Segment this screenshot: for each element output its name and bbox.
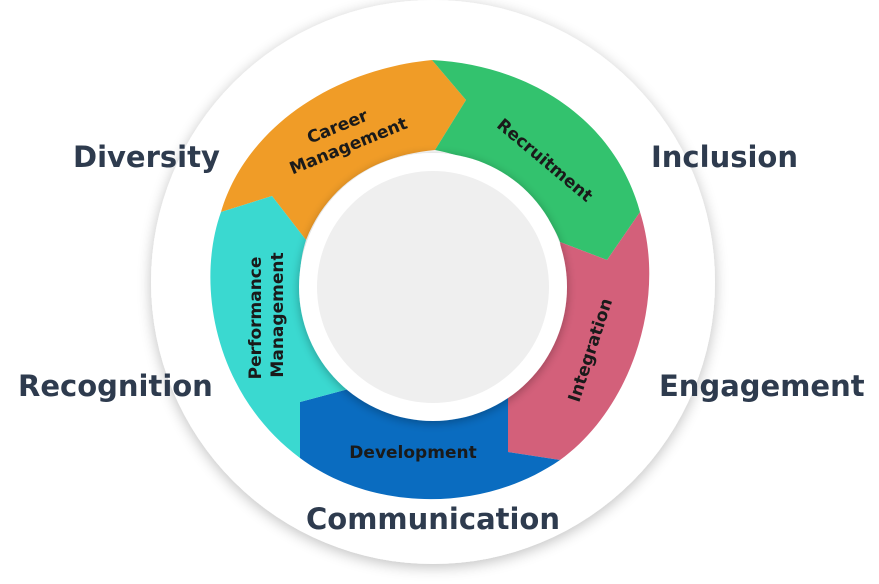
segment-integration (508, 212, 650, 460)
center-disk (317, 171, 549, 403)
outer-word-inclusion: Inclusion (651, 140, 798, 174)
segment-career-management (221, 60, 466, 240)
performance-label: Performance Management (246, 251, 288, 380)
segment-development (300, 380, 560, 500)
segments-group (210, 60, 650, 500)
segment-recruitment (432, 60, 640, 260)
outer-word-recognition: Recognition (18, 369, 213, 403)
outer-word-engagement: Engagement (659, 369, 865, 403)
outer-word-communication: Communication (306, 502, 561, 536)
segment-performance-management (210, 196, 356, 458)
performance-label-line1: Performance (246, 257, 266, 380)
performance-label-line2: Management (268, 252, 288, 377)
development-label: Development (349, 443, 476, 463)
outer-word-diversity: Diversity (73, 140, 220, 174)
development-label-text: Development (349, 443, 476, 463)
